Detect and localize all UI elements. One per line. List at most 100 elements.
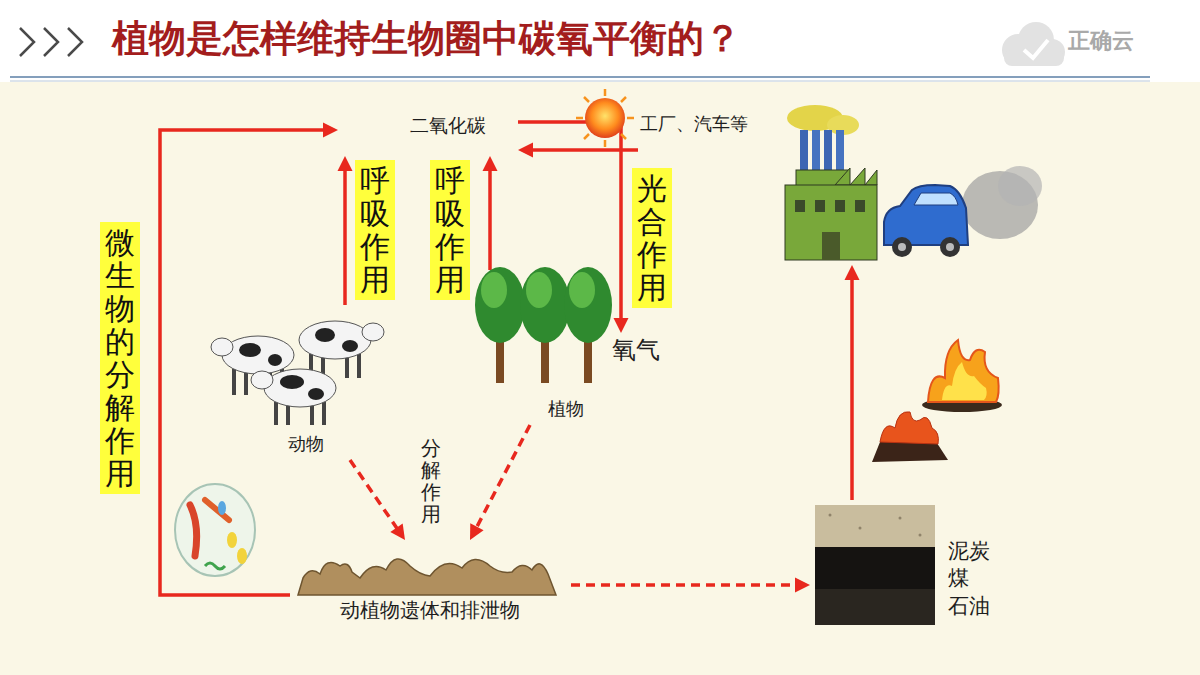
edge-label-wrap: 呼吸作用 <box>355 160 395 300</box>
cows-part-part <box>274 400 278 425</box>
car-part <box>962 171 1038 239</box>
trees-part <box>481 272 507 308</box>
remains-heap-part <box>298 559 556 595</box>
factory-part <box>855 200 865 212</box>
car-part <box>946 243 954 251</box>
factory-part <box>835 168 877 185</box>
diagram-node: 动物 <box>215 305 391 460</box>
trees-part <box>526 272 552 308</box>
cows-part-part <box>362 323 384 341</box>
arrow-head <box>323 123 338 138</box>
cows-part <box>299 321 384 378</box>
flow-arrow <box>350 460 405 540</box>
cows-part-part <box>280 375 304 389</box>
process-label: 微生物的分解作用 <box>100 222 140 494</box>
cows-part-part <box>232 367 236 395</box>
edge-label-wrap: 微生物的分解作用 <box>100 222 140 494</box>
fires <box>872 340 1002 462</box>
sun-part <box>621 97 626 102</box>
watermark-logo <box>1002 22 1065 66</box>
cows-part-part <box>342 340 358 352</box>
watermark-logo-part <box>1018 22 1054 58</box>
diagram-node: 植物 <box>470 270 611 425</box>
flow-arrow <box>338 156 353 305</box>
diagram-node: 动植物遗体和排泄物 <box>290 540 571 627</box>
sun-part <box>604 89 607 96</box>
flow-line <box>530 148 638 152</box>
cows-part <box>251 369 336 425</box>
process-label: 光合作用 <box>632 168 672 308</box>
cows-part-part <box>286 400 290 425</box>
microbes-part <box>175 484 255 576</box>
car-part <box>898 243 906 251</box>
process-note: 分解作用 <box>421 437 441 525</box>
microbes-part <box>218 501 226 515</box>
car-part <box>914 193 958 205</box>
process-label: 呼吸作用 <box>430 160 470 300</box>
flow-arrow <box>571 578 810 593</box>
sun-part <box>584 134 589 139</box>
sun-part <box>604 140 607 147</box>
edge-label-wrap: 呼吸作用 <box>430 160 470 300</box>
arrow-head <box>795 578 810 593</box>
flow-arrow <box>470 425 530 540</box>
cows-part-part <box>244 367 248 395</box>
fossil-layers <box>815 505 935 625</box>
trees-part <box>496 335 504 383</box>
car-part <box>940 237 960 257</box>
flow-line <box>850 277 854 500</box>
factory-part <box>800 130 808 172</box>
watermark-wrap: 正确云 <box>1068 26 1134 56</box>
sun-part <box>576 117 583 120</box>
factory-part <box>796 170 848 186</box>
watermark: 正确云 <box>1068 26 1134 56</box>
flow-line <box>343 168 347 305</box>
cows-part-part <box>308 388 324 400</box>
edge-label-wrap: 光合作用 <box>632 168 672 308</box>
arrow-head <box>338 156 353 171</box>
fossil-layers-part <box>815 589 935 625</box>
watermark-logo-part <box>1024 40 1048 58</box>
fires-part <box>922 398 1002 412</box>
arrow-head <box>614 318 629 333</box>
diagram-node: 氧气 <box>608 333 684 371</box>
cows-part <box>211 336 294 395</box>
sun-part <box>585 98 625 138</box>
flow-arrow <box>845 265 860 500</box>
microbes-part <box>190 505 197 556</box>
factory-part <box>822 232 840 260</box>
fires-part <box>872 434 948 462</box>
flow-arrow <box>160 123 338 596</box>
trees-part <box>564 267 612 343</box>
fossil-layers-part <box>919 534 922 537</box>
sun-part <box>584 97 589 102</box>
cows-part-part <box>268 367 272 395</box>
trees-part <box>475 267 525 343</box>
node-label: 工厂、汽车等 <box>640 113 1056 136</box>
factory-part <box>795 200 805 212</box>
cows-part-part <box>357 352 361 378</box>
microbes <box>175 484 255 576</box>
factory-part <box>787 105 843 131</box>
arrow-head <box>470 523 484 540</box>
cows-part-part <box>280 367 284 395</box>
car <box>884 166 1042 257</box>
watermark-logo-part <box>1002 34 1034 66</box>
factory-part <box>824 130 832 172</box>
header-band-part <box>10 76 1150 78</box>
sun-part <box>627 117 634 120</box>
node-label: 氧气 <box>612 335 684 365</box>
car-part <box>998 166 1042 206</box>
cows-part-part <box>345 352 349 378</box>
flow-line <box>160 130 326 595</box>
node-label: 动植物遗体和排泄物 <box>340 598 571 623</box>
trees-part <box>569 272 595 308</box>
flow-line <box>571 583 798 587</box>
cows-part-part <box>315 328 335 342</box>
watermark-logo-part <box>1004 50 1064 66</box>
sun-part <box>621 134 626 139</box>
arrow-head <box>518 143 533 158</box>
trees-part <box>520 267 570 343</box>
cows-part-part <box>310 400 314 425</box>
